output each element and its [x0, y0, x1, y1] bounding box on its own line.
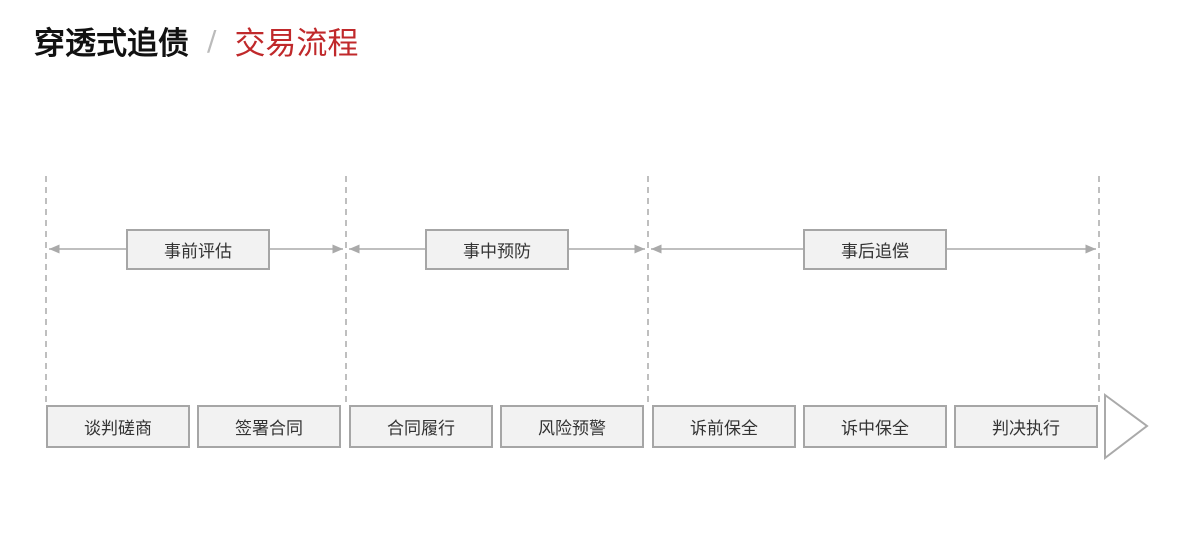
step-box: 谈判磋商 [46, 405, 190, 448]
step-box: 签署合同 [197, 405, 341, 448]
title-separator: / [207, 24, 217, 57]
timeline-arrowhead-icon [1104, 393, 1149, 461]
step-box: 诉前保全 [652, 405, 796, 448]
step-box: 合同履行 [349, 405, 493, 448]
step-box: 风险预警 [500, 405, 644, 448]
step-box: 诉中保全 [803, 405, 947, 448]
page-title: 穿透式追债 / 交易流程 [34, 18, 358, 63]
step-box: 判决执行 [954, 405, 1098, 448]
phase-box: 事前评估 [126, 229, 270, 270]
phase-box: 事中预防 [425, 229, 569, 270]
title-sub: 交易流程 [234, 26, 359, 62]
phase-box: 事后追偿 [803, 229, 947, 270]
title-main: 穿透式追债 [34, 26, 189, 62]
phase-dividers [45, 176, 1100, 404]
